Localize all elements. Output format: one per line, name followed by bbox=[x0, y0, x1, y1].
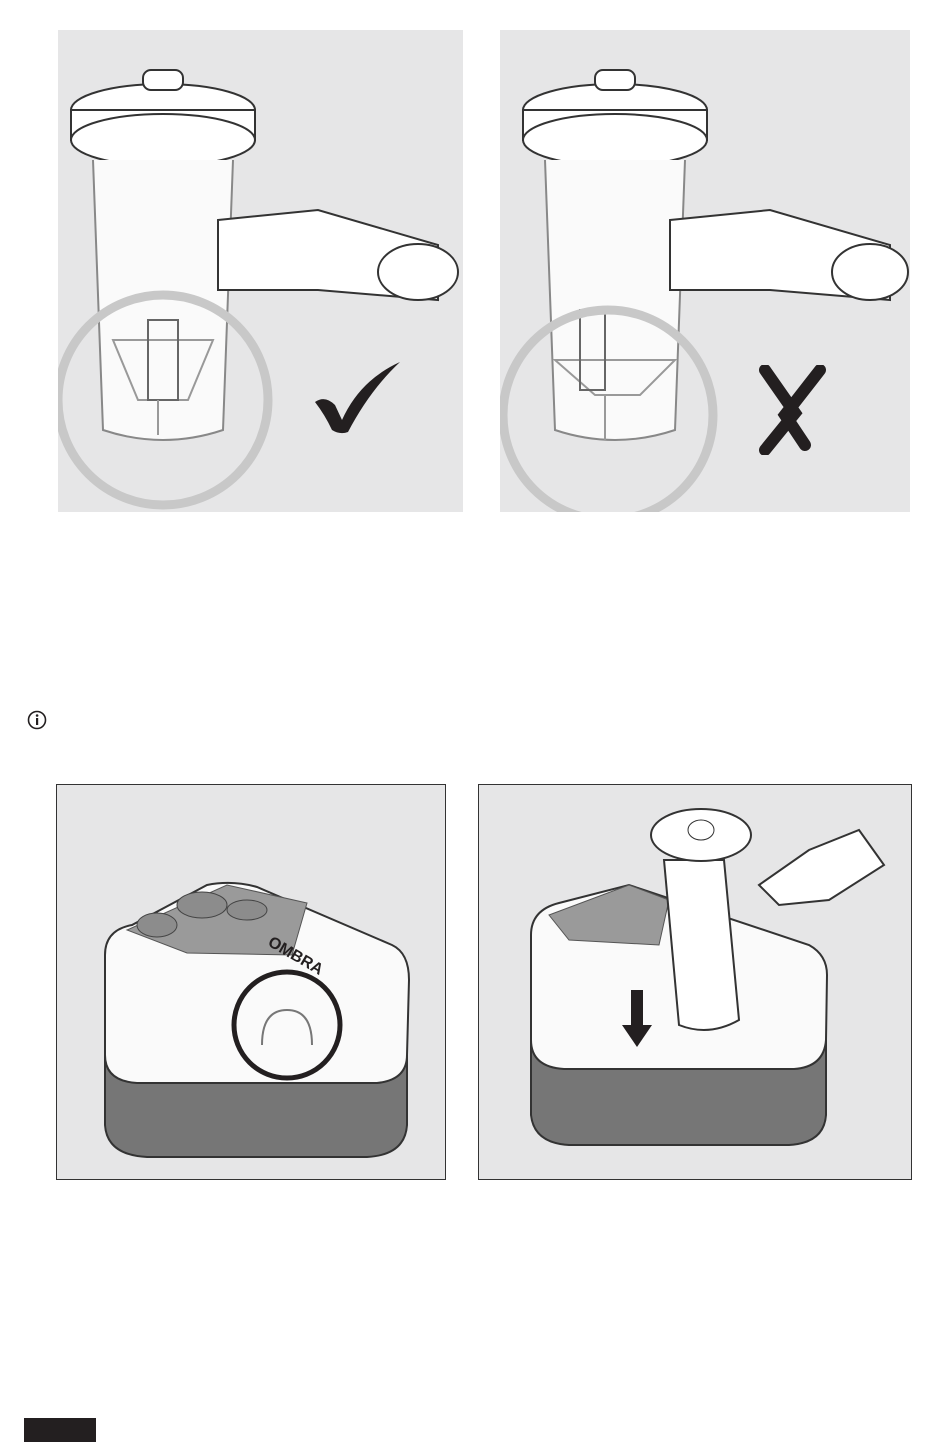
figure-device-connector: OMBRA bbox=[56, 784, 446, 1180]
cross-mark-icon bbox=[755, 365, 830, 455]
nebulizer-illustration bbox=[500, 69, 909, 512]
page-tab-marker bbox=[24, 1418, 96, 1442]
compressor-illustration: OMBRA bbox=[104, 881, 411, 1158]
figure-incorrect-assembly bbox=[500, 30, 910, 512]
info-icon bbox=[27, 710, 47, 730]
highlight-circle bbox=[231, 969, 343, 1081]
check-mark-icon bbox=[310, 360, 405, 435]
figure-correct-assembly bbox=[58, 30, 463, 512]
highlight-circle bbox=[58, 290, 273, 510]
figure-attach-nebulizer bbox=[478, 784, 912, 1180]
highlight-circle bbox=[500, 305, 718, 512]
down-arrow-icon bbox=[622, 990, 652, 1047]
nebulizer-illustration bbox=[58, 69, 459, 510]
compressor-with-nebulizer-illustration bbox=[530, 808, 886, 1146]
